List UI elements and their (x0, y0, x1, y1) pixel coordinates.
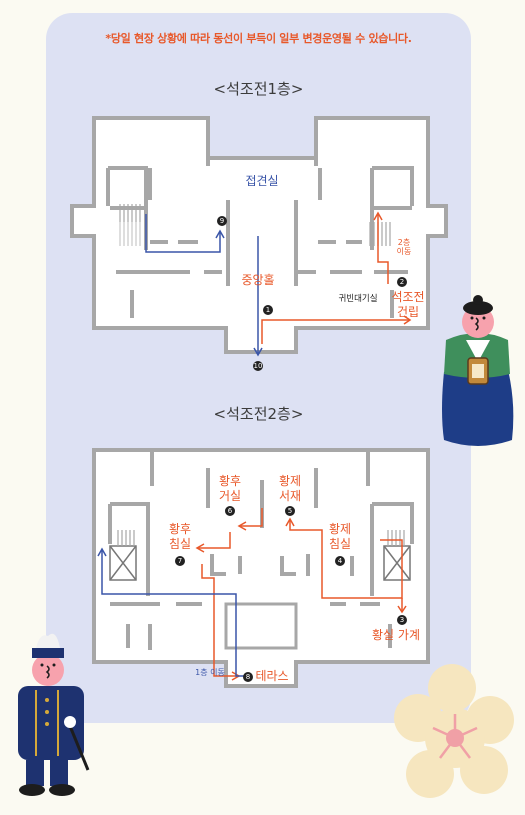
step-9-marker: 9 (217, 216, 227, 226)
floor2-room-center (224, 602, 298, 650)
room-central-hall: 중앙홀 (241, 273, 275, 287)
step-8-marker: 8 (243, 672, 253, 682)
step-5-marker: 5 (285, 506, 295, 516)
plum-blossom-flower (394, 664, 514, 798)
room-empress-bedroom: 황후 침실 (168, 522, 192, 551)
step-7-marker: 7 (175, 556, 185, 566)
step-6-marker: 6 (225, 506, 235, 516)
emperor-character (18, 633, 90, 796)
route-change-notice: *당일 현장 상황에 따라 동선이 부득이 일부 변경운영될 수 있습니다. (105, 32, 412, 45)
floor2-plan (92, 448, 430, 688)
room-emperor-study: 황제 서재 (278, 474, 302, 503)
lady-character (442, 295, 514, 446)
step-4-marker: 4 (335, 556, 345, 566)
floor2-title: <석조전2층> (213, 405, 304, 423)
room-empress-living: 황후 거실 (218, 474, 242, 503)
floor2-red-route (289, 520, 403, 599)
floor2-stairs (117, 530, 405, 546)
floor2-blue-route (101, 550, 244, 677)
step-3-marker: 3 (397, 615, 407, 625)
floor2-walls (108, 450, 414, 650)
floor2-routes (97, 508, 407, 681)
room-terrace: 테라스 (255, 669, 289, 683)
floor1-red-route (261, 319, 410, 344)
floor1-move-note: 2층 이동 (396, 238, 412, 257)
step-1-marker: 1 (263, 305, 273, 315)
floor2-elevators (109, 545, 411, 581)
floor2-move-note: 1층 이동 (195, 668, 225, 677)
floor2-outline (92, 448, 430, 688)
room-construction: 석조전 건립 (391, 290, 425, 319)
step-2-marker: 2 (397, 277, 407, 287)
room-emperor-bedroom: 황제 침실 (328, 522, 352, 551)
room-reception: 접견실 (245, 174, 279, 188)
room-royal-family: 황실 가계 (372, 628, 420, 642)
floor1-title: <석조전1층> (213, 80, 304, 98)
step-10-marker: 10 (253, 361, 263, 371)
room-guest-waiting: 귀빈대기실 (338, 294, 378, 304)
floor1-routes (145, 211, 412, 357)
